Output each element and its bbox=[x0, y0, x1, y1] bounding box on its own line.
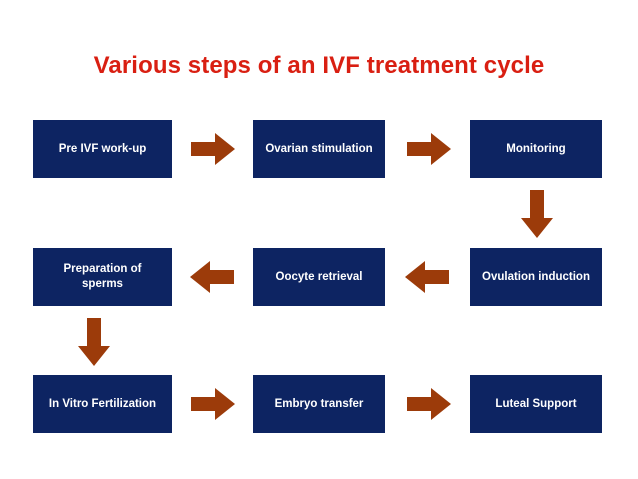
flow-node-label: Ovulation induction bbox=[482, 270, 590, 283]
arrow-down-icon-monitoring-to-ovulation bbox=[519, 190, 555, 238]
arrow-right-icon-ivf-to-embryo bbox=[191, 386, 235, 422]
flow-node-in-vitro-fertilization[interactable]: In Vitro Fertilization bbox=[33, 375, 172, 433]
flow-node-label: Ovarian stimulation bbox=[265, 142, 373, 155]
arrow-right-icon-embryo-to-luteal bbox=[407, 386, 451, 422]
flow-node-preparation-of-sperms[interactable]: Preparation of sperms bbox=[33, 248, 172, 306]
flow-node-label: Luteal Support bbox=[495, 397, 577, 410]
flow-node-luteal-support[interactable]: Luteal Support bbox=[470, 375, 602, 433]
flow-node-label-line1: Preparation of bbox=[63, 263, 142, 275]
page-title: Various steps of an IVF treatment cycle bbox=[93, 52, 545, 79]
flow-node-label: In Vitro Fertilization bbox=[48, 397, 157, 410]
flow-node-oocyte-retrieval[interactable]: Oocyte retrieval bbox=[253, 248, 385, 306]
arrow-right-icon-ovarian-to-monitoring bbox=[407, 131, 451, 167]
arrow-left-icon-oocyte-to-sperms bbox=[190, 259, 234, 295]
flow-node-label: Embryo transfer bbox=[274, 397, 364, 410]
flow-node-ovulation-induction[interactable]: Ovulation induction bbox=[470, 248, 602, 306]
flow-node-label: Pre IVF work-up bbox=[58, 142, 147, 155]
flow-node-label: Oocyte retrieval bbox=[275, 270, 363, 283]
flow-node-label-line2: sperms bbox=[82, 278, 123, 290]
arrow-down-icon-sperms-to-ivf bbox=[76, 318, 112, 366]
flow-node-pre-ivf-work-up[interactable]: Pre IVF work-up bbox=[33, 120, 172, 178]
flow-node-label: Monitoring bbox=[506, 142, 566, 155]
flow-node-label: Preparation of sperms bbox=[64, 262, 142, 292]
arrow-right-icon-pre-ivf-to-ovarian bbox=[191, 131, 235, 167]
flow-node-ovarian-stimulation[interactable]: Ovarian stimulation bbox=[253, 120, 385, 178]
flow-node-embryo-transfer[interactable]: Embryo transfer bbox=[253, 375, 385, 433]
arrow-left-icon-ovulation-to-oocyte bbox=[405, 259, 449, 295]
flow-node-monitoring[interactable]: Monitoring bbox=[470, 120, 602, 178]
